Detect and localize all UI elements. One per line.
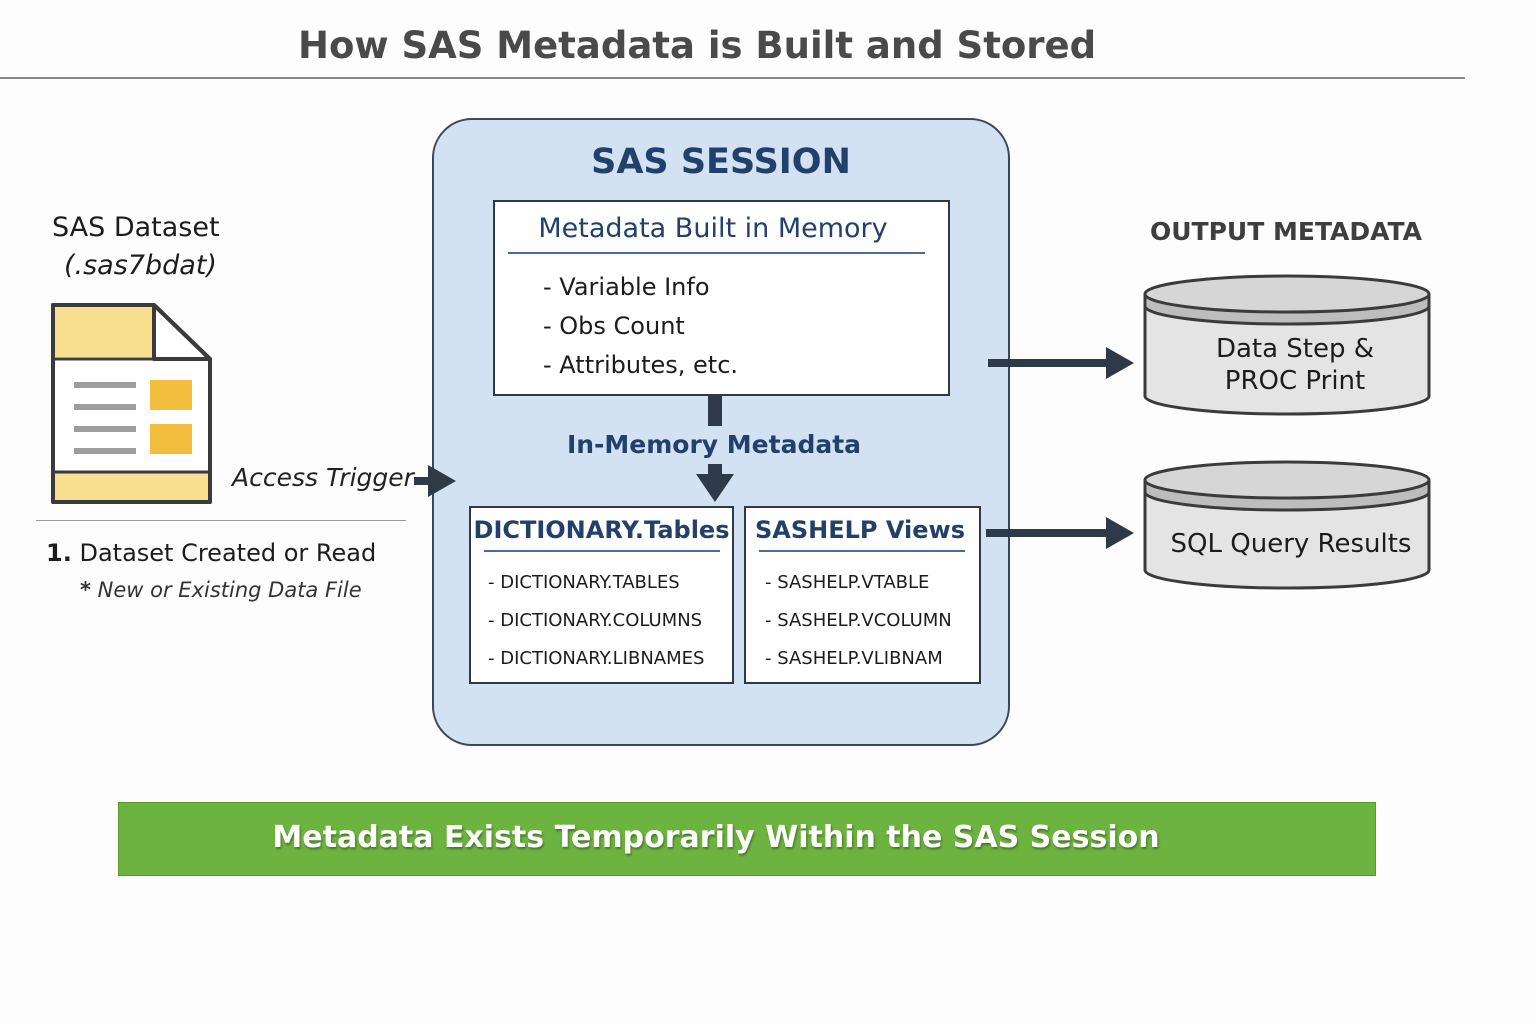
dataset-title: SAS Dataset: [52, 212, 220, 243]
summary-banner-text: Metadata Exists Temporarily Within the S…: [272, 820, 1160, 855]
memory-metadata-list: - Variable Info - Obs Count - Attributes…: [543, 268, 738, 385]
dictionary-title-underline: [484, 550, 720, 552]
step-label: 1. Dataset Created or Read: [46, 539, 376, 567]
list-item: - SASHELP.VLIBNAM: [765, 648, 943, 669]
list-item: - Variable Info: [543, 273, 710, 301]
step-number: 1.: [46, 539, 72, 567]
output-metadata-title: OUTPUT METADATA: [1150, 217, 1423, 246]
list-item: - SASHELP.VCOLUMN: [765, 610, 952, 631]
title-divider: [0, 77, 1465, 79]
dataset-extension: (.sas7bdat): [64, 250, 217, 281]
memory-metadata-title: Metadata Built in Memory: [538, 213, 888, 244]
step-divider: [36, 520, 406, 521]
sashelp-views-box: [744, 506, 981, 684]
sashelp-views-list: - SASHELP.VTABLE - SASHELP.VCOLUMN - SAS…: [765, 564, 952, 678]
output-datastep-line1: Data Step &: [1215, 334, 1375, 364]
note-asterisk: *: [80, 578, 91, 602]
list-item: - DICTIONARY.LIBNAMES: [488, 648, 705, 669]
list-item: - Obs Count: [543, 312, 685, 340]
output-datastep-line2: PROC Print: [1224, 366, 1366, 396]
step-note: * New or Existing Data File: [80, 578, 362, 602]
data-file-icon: [51, 303, 212, 504]
output-datastep-label: Data Step & PROC Print: [1150, 333, 1440, 397]
step-note-text: New or Existing Data File: [97, 578, 362, 602]
output-sql-line1: SQL Query Results: [1170, 529, 1412, 559]
sas-session-title: SAS SESSION: [591, 142, 851, 182]
sashelp-title-underline: [759, 550, 965, 552]
memory-title-underline: [508, 252, 925, 254]
access-trigger-label: Access Trigger: [232, 463, 414, 492]
dictionary-tables-list: - DICTIONARY.TABLES - DICTIONARY.COLUMNS…: [488, 564, 704, 678]
memory-metadata-box: [493, 200, 950, 396]
dictionary-tables-title: DICTIONARY.Tables: [473, 516, 730, 544]
step-text: Dataset Created or Read: [79, 539, 377, 567]
dictionary-tables-box: [469, 506, 734, 684]
list-item: - DICTIONARY.TABLES: [488, 572, 680, 593]
output-sql-cylinder: [1143, 460, 1431, 590]
in-memory-metadata-label: In-Memory Metadata: [566, 430, 862, 459]
sashelp-views-title: SASHELP Views: [755, 516, 965, 544]
list-item: - Attributes, etc.: [543, 351, 739, 379]
list-item: - DICTIONARY.COLUMNS: [488, 610, 703, 631]
output-sql-label: SQL Query Results: [1146, 528, 1436, 560]
output-datastep-cylinder: [1143, 274, 1431, 416]
summary-banner: [118, 802, 1376, 876]
page-title: How SAS Metadata is Built and Stored: [298, 24, 1097, 67]
list-item: - SASHELP.VTABLE: [765, 572, 930, 593]
